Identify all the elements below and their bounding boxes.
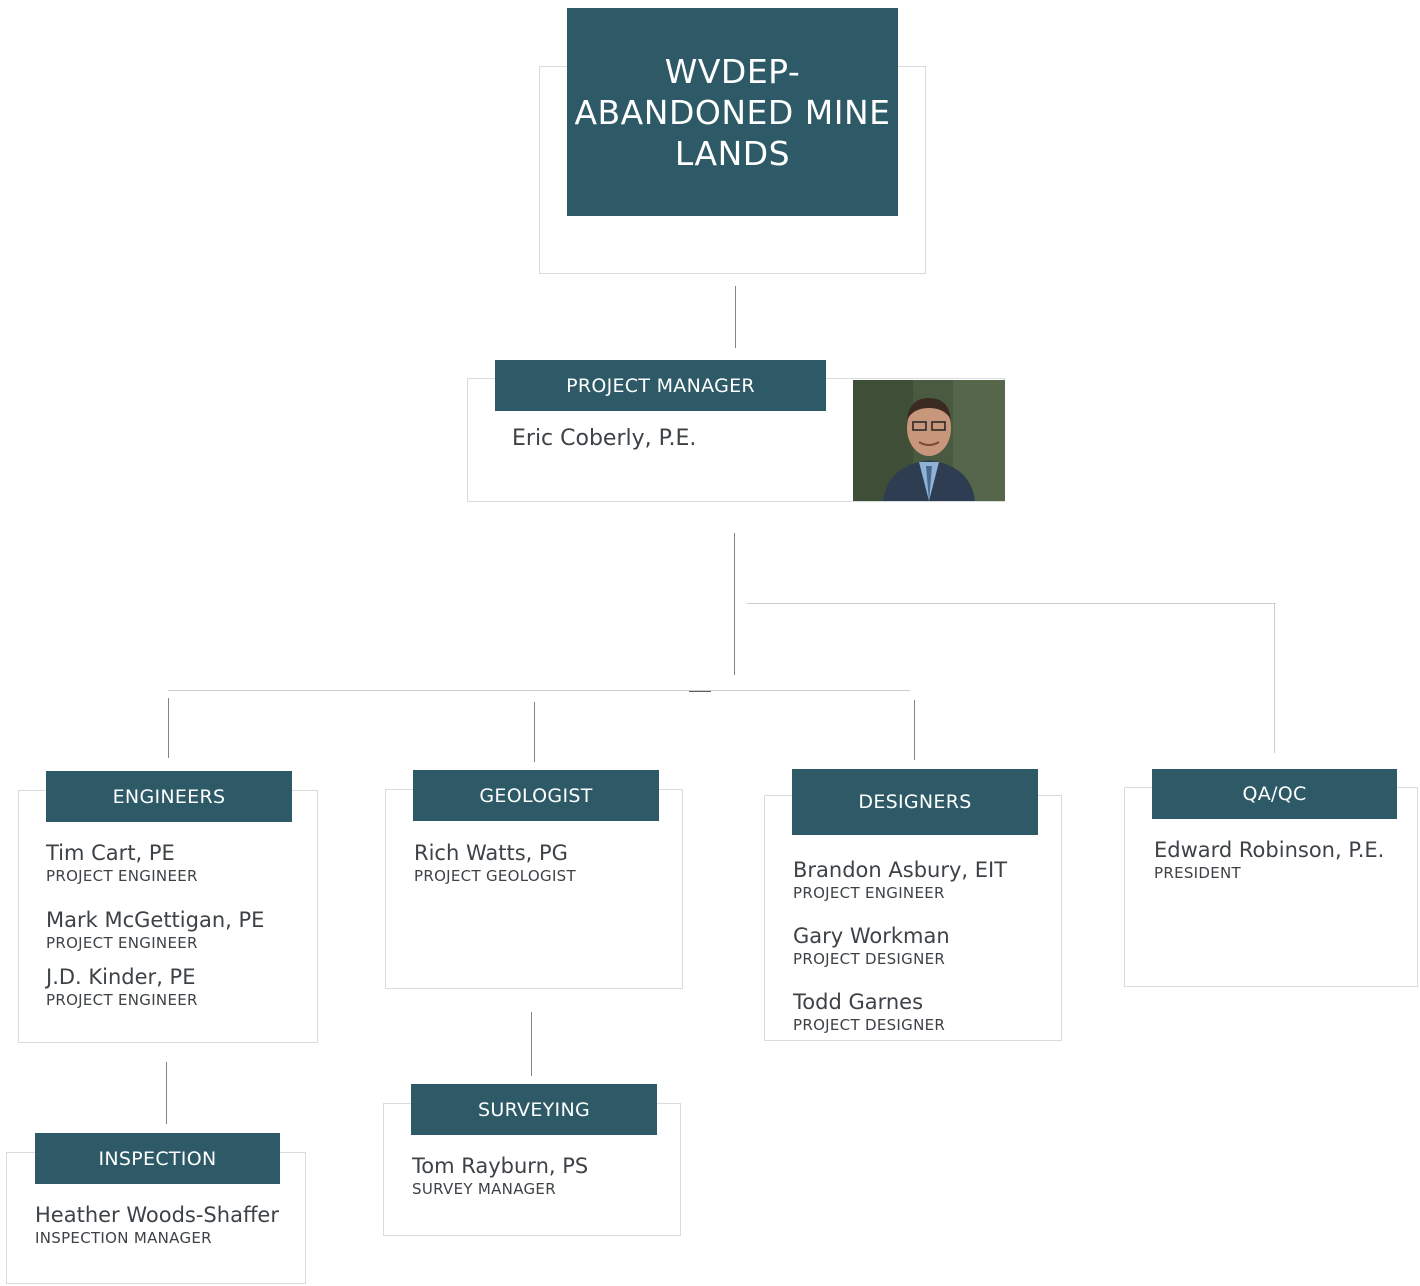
designers-node-frame (764, 795, 1062, 1041)
member-role: PROJECT ENGINEER (46, 991, 198, 1009)
geologist-title: GEOLOGIST (479, 784, 593, 807)
surveying-member-1: Tom Rayburn, PS SURVEY MANAGER (412, 1154, 588, 1198)
member-name: Tom Rayburn, PS (412, 1154, 589, 1178)
member-name: Edward Robinson, P.E. (1154, 838, 1385, 862)
member-role: PROJECT GEOLOGIST (414, 867, 576, 885)
designers-node-header: DESIGNERS (792, 769, 1038, 835)
designer-member-2: Gary Workman PROJECT DESIGNER (793, 924, 950, 968)
qaqc-node-frame (1124, 787, 1418, 987)
pm-name: Eric Coberly, P.E. (512, 426, 697, 451)
geologist-node-frame (385, 789, 683, 989)
member-role: INSPECTION MANAGER (35, 1229, 212, 1247)
member-name: J.D. Kinder, PE (46, 965, 196, 989)
connector-top-pm (735, 286, 736, 348)
member-name: Tim Cart, PE (46, 841, 175, 865)
engineer-member-3: J.D. Kinder, PE PROJECT ENGINEER (46, 965, 198, 1009)
member-role: PROJECT DESIGNER (793, 950, 946, 968)
member-role: PROJECT ENGINEER (46, 934, 198, 952)
top-node-line-3: LANDS (674, 133, 791, 173)
connector-qaqc-vertical (1274, 603, 1275, 753)
connector-geologist (534, 702, 535, 762)
top-node-line-1: WVDEP- (664, 51, 801, 91)
member-role: PROJECT ENGINEER (793, 884, 945, 902)
engineers-title: ENGINEERS (112, 785, 226, 808)
member-name: Heather Woods-Shaffer (35, 1203, 279, 1227)
engineer-member-1: Tim Cart, PE PROJECT ENGINEER (46, 841, 198, 885)
designer-member-3: Todd Garnes PROJECT DESIGNER (793, 990, 945, 1034)
member-role: SURVEY MANAGER (412, 1180, 556, 1198)
member-role: PROJECT ENGINEER (46, 867, 198, 885)
inspection-member-1: Heather Woods-Shaffer INSPECTION MANAGER (35, 1203, 279, 1247)
top-node-line-2: ABANDONED MINE (574, 92, 891, 132)
designers-title: DESIGNERS (858, 791, 972, 813)
geologist-member-1: Rich Watts, PG PROJECT GEOLOGIST (414, 841, 576, 885)
connector-pm-down (734, 533, 735, 675)
pm-node-header: PROJECT MANAGER (495, 360, 826, 411)
member-role: PRESIDENT (1154, 864, 1242, 882)
geologist-node-header: GEOLOGIST (413, 770, 659, 821)
person-portrait-icon (853, 380, 1005, 501)
member-name: Rich Watts, PG (414, 841, 568, 865)
pm-title: PROJECT MANAGER (566, 374, 755, 397)
pm-photo (853, 380, 1005, 501)
engineers-node-frame (18, 790, 318, 1043)
member-role: PROJECT DESIGNER (793, 1016, 946, 1034)
engineers-node-header: ENGINEERS (46, 771, 292, 822)
surveying-node-header: SURVEYING (411, 1084, 657, 1135)
member-name: Todd Garnes (793, 990, 924, 1014)
inspection-title: INSPECTION (98, 1147, 217, 1170)
engineer-member-2: Mark McGettigan, PE PROJECT ENGINEER (46, 908, 264, 952)
designer-member-1: Brandon Asbury, EIT PROJECT ENGINEER (793, 858, 1007, 902)
member-name: Mark McGettigan, PE (46, 908, 265, 932)
qaqc-node-header: QA/QC (1152, 769, 1397, 819)
member-name: Gary Workman (793, 924, 950, 948)
connector-branch-tick (689, 691, 711, 692)
inspection-node-header: INSPECTION (35, 1133, 280, 1184)
connector-surveying (531, 1012, 532, 1076)
top-node-header: WVDEP- ABANDONED MINE LANDS (567, 8, 898, 216)
connector-engineers (168, 698, 169, 758)
connector-qaqc-horizontal (747, 603, 1276, 604)
qaqc-member-1: Edward Robinson, P.E. PRESIDENT (1154, 838, 1384, 882)
qaqc-title: QA/QC (1242, 783, 1307, 805)
connector-inspection (166, 1062, 167, 1124)
connector-designers (914, 700, 915, 760)
surveying-title: SURVEYING (478, 1098, 590, 1121)
connector-branch-horizontal (168, 690, 910, 691)
member-name: Brandon Asbury, EIT (793, 858, 1008, 882)
